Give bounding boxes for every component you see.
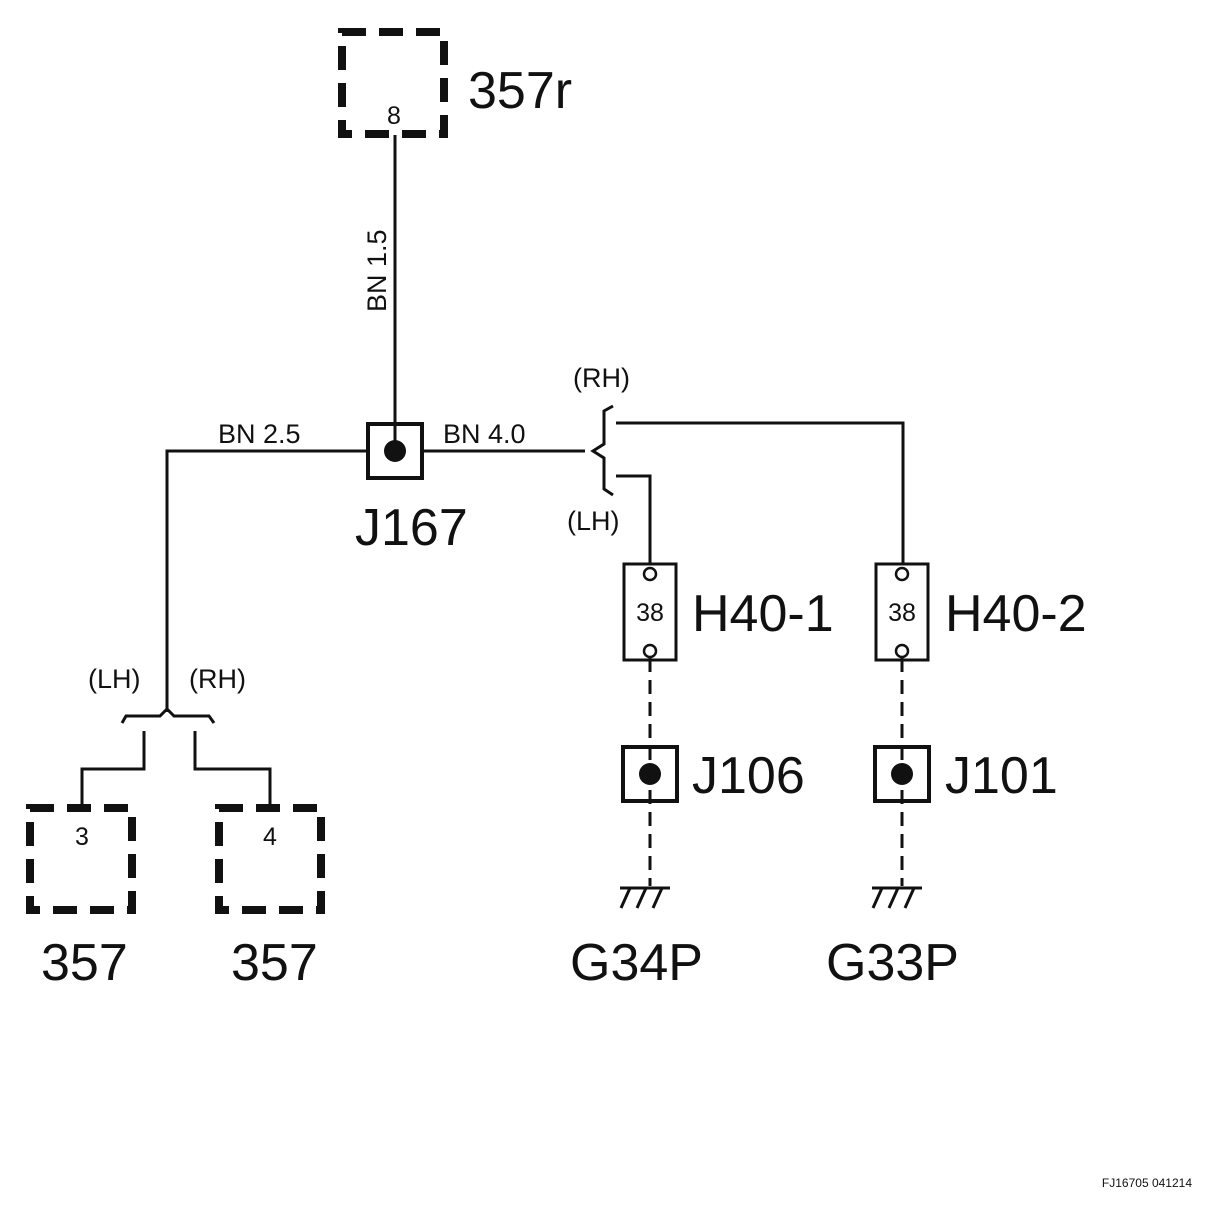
wire-to-357-right xyxy=(193,731,272,806)
branch-label-lower-rh: (RH) xyxy=(189,664,246,694)
connector-357r-label: 357r xyxy=(468,62,572,120)
component-h40-2-pin: 38 xyxy=(888,599,916,627)
connector-357r: 8 357r xyxy=(338,28,572,138)
splice-j101: J101 xyxy=(873,745,1058,805)
splice-j167-label: J167 xyxy=(355,499,468,557)
connector-357-left-pin: 3 xyxy=(75,823,89,851)
connector-357-left: 3 357 xyxy=(26,804,136,992)
branch-label-upper-lh: (LH) xyxy=(567,506,620,536)
connector-357-left-label: 357 xyxy=(41,934,128,992)
connector-357-right-pin: 4 xyxy=(263,823,277,851)
splice-j101-label: J101 xyxy=(945,747,1058,805)
splice-j106: J106 xyxy=(621,745,805,805)
component-h40-2: 38 H40-2 xyxy=(874,562,1087,662)
branch-brace-lower xyxy=(120,706,216,724)
wire-bn-2-5-label: BN 2.5 xyxy=(218,419,301,449)
ground-g33p-icon xyxy=(871,886,922,909)
connector-357-right-label: 357 xyxy=(231,934,318,992)
component-h40-1: 38 H40-1 xyxy=(622,562,834,662)
component-h40-2-label: H40-2 xyxy=(945,585,1087,643)
component-h40-1-pin: 38 xyxy=(636,599,664,627)
component-h40-1-label: H40-1 xyxy=(692,585,834,643)
wire-bn-4-0-label: BN 4.0 xyxy=(443,419,526,449)
ground-g34p-icon xyxy=(619,886,670,909)
connector-357r-pin: 8 xyxy=(387,102,401,130)
wire-bn-2-5 xyxy=(165,449,368,712)
figure-code: FJ16705 041214 xyxy=(1102,1176,1192,1190)
ground-g33p-label: G33P xyxy=(826,934,959,992)
splice-j106-label: J106 xyxy=(692,747,805,805)
wire-bn-1-5-label: BN 1.5 xyxy=(362,229,392,312)
ground-g34p-label: G34P xyxy=(570,934,703,992)
branch-label-upper-rh: (RH) xyxy=(573,363,630,393)
branch-label-lower-lh: (LH) xyxy=(88,664,141,694)
connector-357-right: 4 357 xyxy=(215,804,325,992)
wire-to-h40-2 xyxy=(616,421,905,566)
wire-to-h40-1 xyxy=(616,474,652,566)
wire-to-357-left xyxy=(80,731,146,806)
branch-brace-upper xyxy=(590,404,614,497)
